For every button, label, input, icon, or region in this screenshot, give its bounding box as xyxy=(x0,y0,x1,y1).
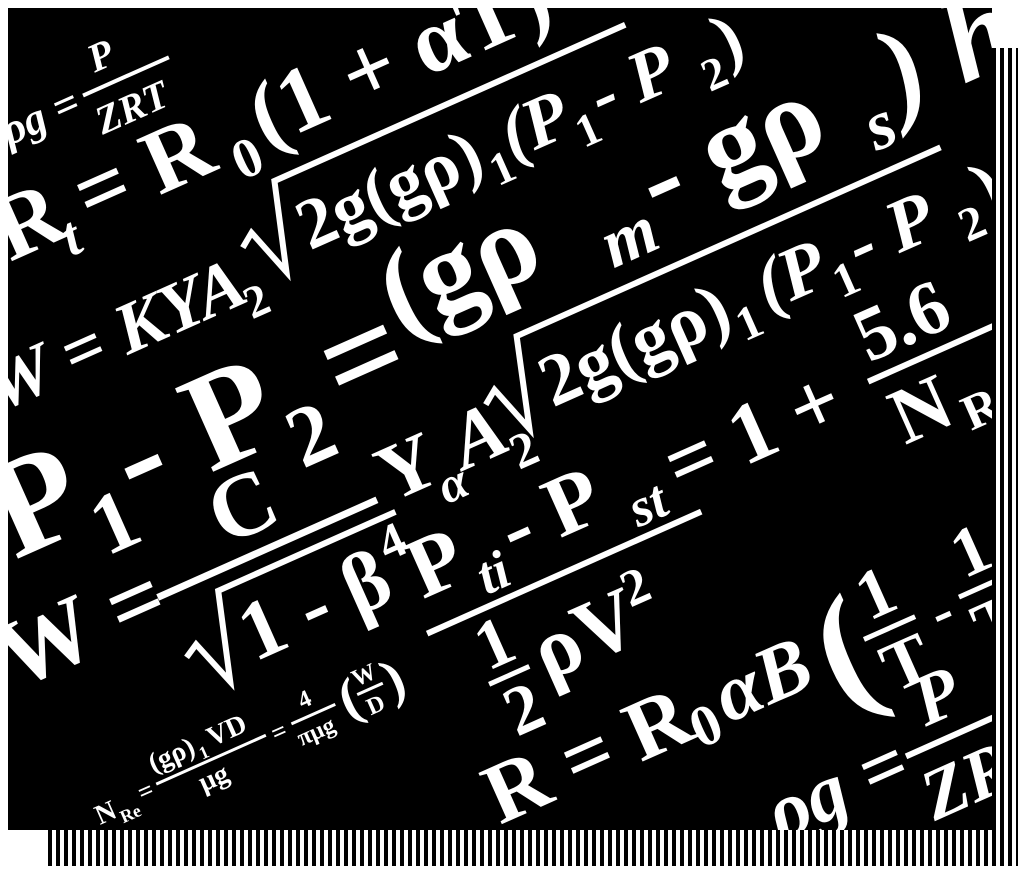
pitot-half-bar xyxy=(488,664,531,687)
re-p-bar xyxy=(356,681,384,696)
orifice-radical xyxy=(184,509,397,691)
th-f1-bar xyxy=(862,614,917,642)
sqrt-second-radical xyxy=(483,144,942,439)
orifice-bar xyxy=(156,496,379,601)
sqrt-top-radical xyxy=(240,22,627,282)
shadow-right-stripes xyxy=(992,48,1018,866)
th-f2-bar xyxy=(957,566,992,600)
density-top-bar xyxy=(82,55,170,98)
black-panel xyxy=(8,8,992,830)
shadow-bottom-stripes xyxy=(48,830,1018,866)
re-bar xyxy=(155,733,267,786)
re-f2-bar xyxy=(290,703,336,726)
density-bot-bar xyxy=(904,680,992,760)
rr-bar xyxy=(866,313,992,385)
pitot-bar xyxy=(425,508,703,637)
